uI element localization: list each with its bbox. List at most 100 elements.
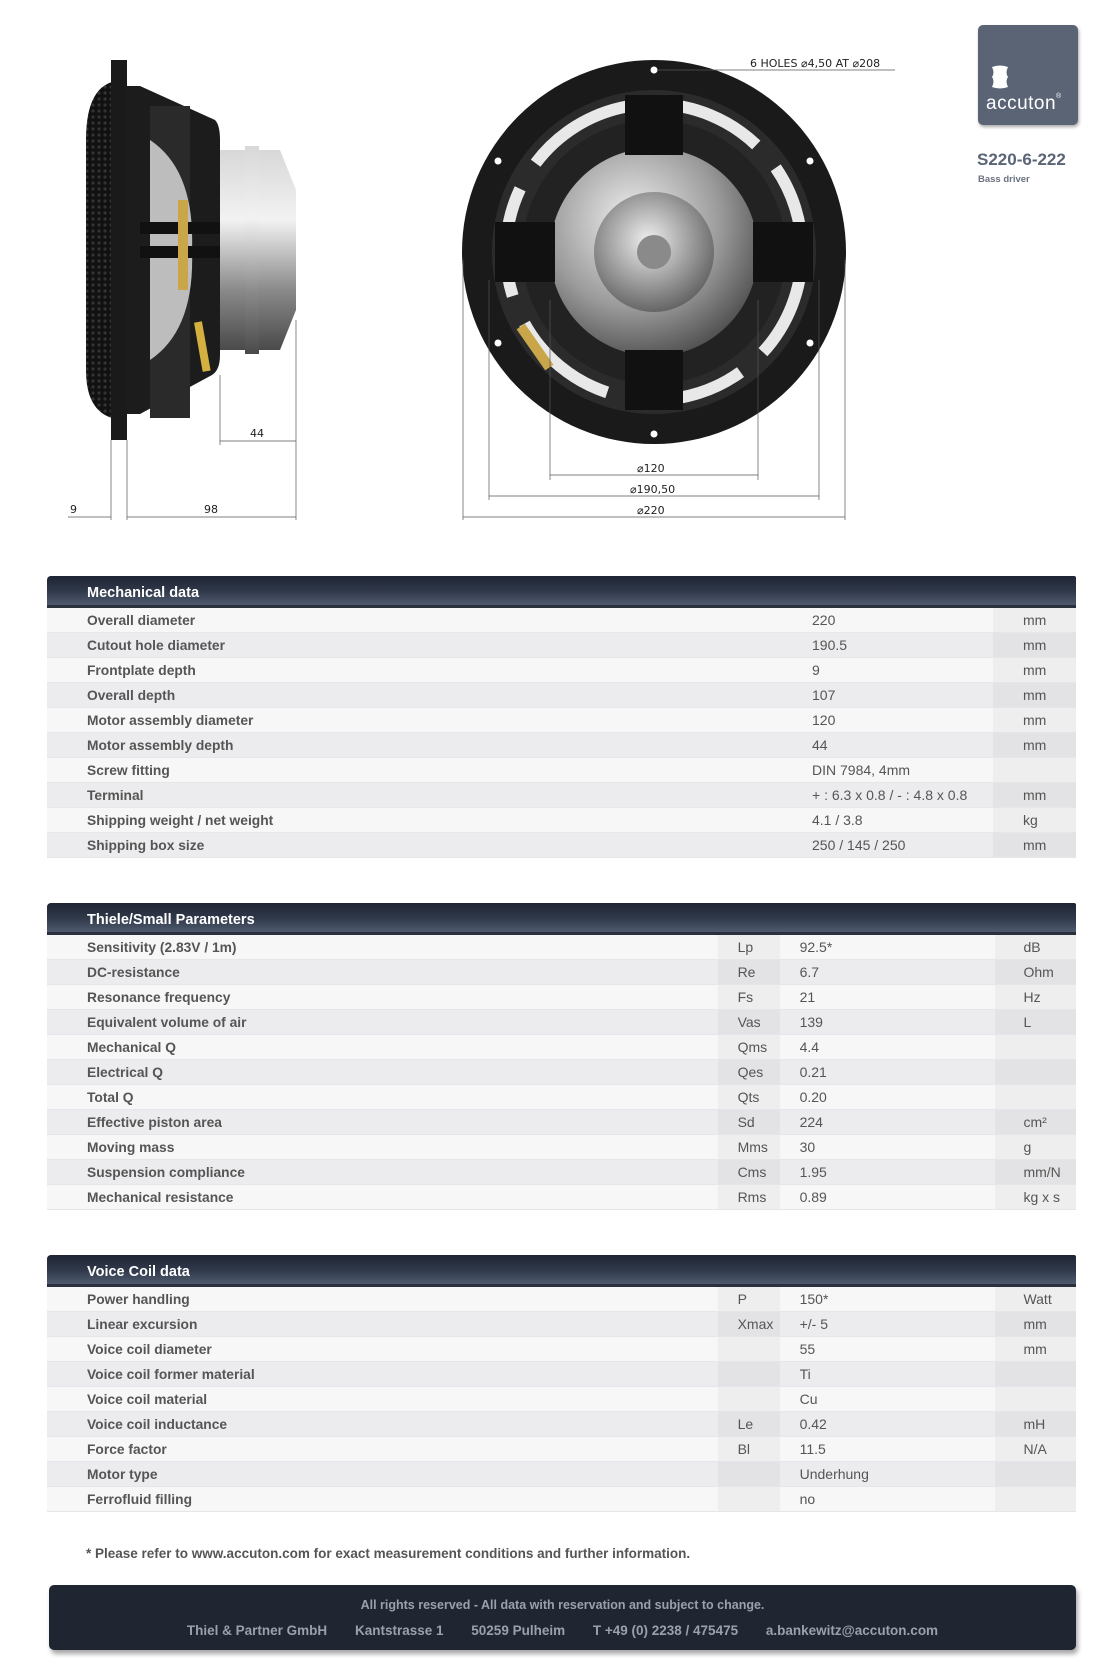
cell-value: 11.5 [799, 1441, 826, 1457]
cell-symbol: Qts [718, 1085, 780, 1109]
footer-email[interactable]: a.bankewitz@accuton.com [765, 1623, 939, 1638]
cell-value: DIN 7984, 4mm [812, 762, 911, 778]
dim-depth: 98 [204, 503, 218, 516]
cell-unit [995, 1387, 1076, 1411]
cell-value: 44 [812, 737, 828, 753]
section-title: Mechanical data [47, 576, 1076, 608]
cell-symbol: Re [718, 960, 780, 984]
cell-label: Motor type [87, 1466, 158, 1482]
table-row: Terminal + : 6.3 x 0.8 / - : 4.8 x 0.8 mm [47, 783, 1076, 808]
cell-symbol: Cms [718, 1160, 780, 1184]
footer-city: 50259 Pulheim [471, 1623, 566, 1638]
cell-symbol: Lp [718, 935, 780, 959]
cell-value: 150* [799, 1291, 829, 1307]
cell-label: Frontplate depth [87, 662, 196, 678]
cell-value: 4.4 [799, 1039, 820, 1055]
cell-label: Effective piston area [87, 1114, 222, 1130]
cell-label: Shipping box size [87, 837, 205, 853]
cell-unit: Ohm [995, 960, 1076, 984]
cell-label: Cutout hole diameter [87, 637, 225, 653]
cell-value: + : 6.3 x 0.8 / - : 4.8 x 0.8 [812, 787, 968, 803]
cell-symbol [718, 1487, 780, 1511]
cell-unit: dB [995, 935, 1076, 959]
table-row: Shipping box size 250 / 145 / 250 mm [47, 833, 1076, 858]
cell-value: 250 / 145 / 250 [812, 837, 906, 853]
cell-label: Voice coil material [87, 1391, 208, 1407]
cell-label: Voice coil diameter [87, 1341, 212, 1357]
cell-label: Resonance frequency [87, 989, 231, 1005]
cell-unit: cm² [995, 1110, 1076, 1134]
cell-symbol: Qms [718, 1035, 780, 1059]
cell-value: 9 [812, 662, 820, 678]
cell-value: Ti [799, 1366, 811, 1382]
technical-drawing: 44 9 98 6 HOLES ⌀4,50 AT [68, 57, 895, 520]
cell-value: 190.5 [812, 637, 848, 653]
table-row: Frontplate depth 9 mm [47, 658, 1076, 683]
cell-value: no [799, 1491, 816, 1507]
cell-unit [995, 1035, 1076, 1059]
cell-label: Motor assembly depth [87, 737, 234, 753]
cell-value: 55 [799, 1341, 816, 1357]
cell-label: Mechanical resistance [87, 1189, 234, 1205]
cell-value: 139 [799, 1014, 823, 1030]
cell-symbol: Sd [718, 1110, 780, 1134]
cell-value: 92.5* [799, 939, 833, 955]
cell-label: Moving mass [87, 1139, 175, 1155]
cell-label: Voice coil former material [87, 1366, 255, 1382]
cell-label: Force factor [87, 1441, 167, 1457]
dim-cutout-diameter: ⌀190,50 [630, 483, 675, 496]
footnote: * Please refer to www.accuton.com for ex… [86, 1546, 691, 1561]
cell-unit: mm [993, 708, 1076, 732]
cell-label: Motor assembly diameter [87, 712, 254, 728]
footer-phone: T +49 (0) 2238 / 475475 [592, 1623, 739, 1638]
cell-unit [995, 1462, 1076, 1486]
cell-value: 21 [799, 989, 816, 1005]
cell-value: 0.21 [799, 1064, 827, 1080]
cell-unit: mm [993, 783, 1076, 807]
cell-unit: Hz [995, 985, 1076, 1009]
cell-unit: kg [993, 808, 1076, 832]
footer-street: Kantstrasse 1 [354, 1623, 444, 1638]
cell-unit: mm [995, 1312, 1076, 1336]
section-title: Thiele/Small Parameters [47, 903, 1076, 935]
dim-motor-depth: 44 [250, 427, 264, 440]
cell-label: Linear excursion [87, 1316, 198, 1332]
cell-label: Overall depth [87, 687, 176, 703]
cell-unit: mm [993, 633, 1076, 657]
cell-symbol: P [718, 1287, 780, 1311]
cell-symbol: Rms [718, 1185, 780, 1209]
footer-company: Thiel & Partner GmbH [186, 1623, 328, 1638]
cell-label: Voice coil inductance [87, 1416, 228, 1432]
cell-value: 4.1 / 3.8 [812, 812, 863, 828]
cell-symbol [718, 1462, 780, 1486]
logo-text: accuton® [986, 93, 1062, 114]
cell-symbol: Bl [718, 1437, 780, 1461]
footer-disclaimer: All rights reserved - All data with rese… [360, 1598, 765, 1612]
cell-unit [995, 1060, 1076, 1084]
cell-unit: g [995, 1135, 1076, 1159]
cell-unit [995, 1362, 1076, 1386]
cell-label: Terminal [87, 787, 144, 803]
cell-unit: kg x s [995, 1185, 1076, 1209]
cell-unit: mH [995, 1412, 1076, 1436]
cell-symbol: Le [718, 1412, 780, 1436]
cell-unit: mm [993, 658, 1076, 682]
cell-unit: mm [993, 608, 1076, 632]
cell-unit: mm [993, 833, 1076, 857]
cell-unit [995, 1085, 1076, 1109]
cell-unit [993, 758, 1076, 782]
